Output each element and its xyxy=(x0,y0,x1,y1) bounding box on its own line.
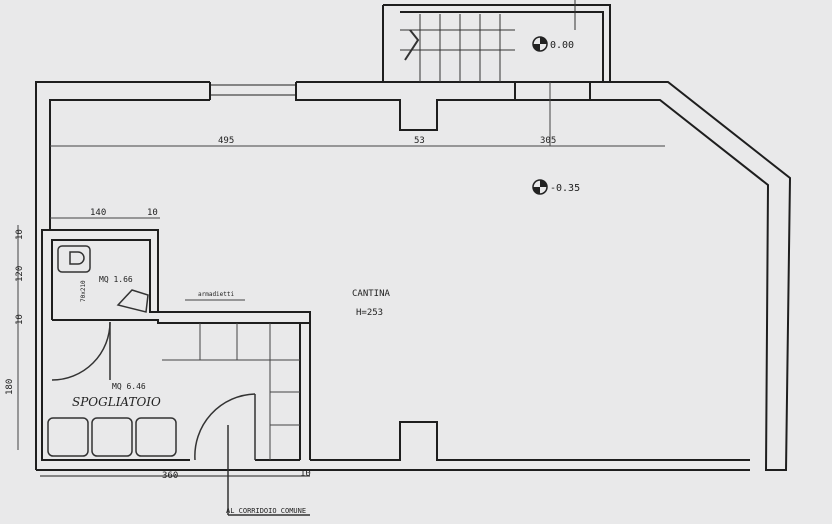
lockers xyxy=(162,299,300,460)
level-marker-lower: -0.35 xyxy=(532,179,580,195)
dim-10-d: 10 xyxy=(300,469,311,479)
wall-bathroom xyxy=(42,229,159,320)
dim-495: 495 xyxy=(218,136,234,146)
level-marker-upper: 0.00 xyxy=(532,36,574,52)
dim-360: 360 xyxy=(162,471,178,481)
room-label-cantina: CANTINA xyxy=(352,289,391,299)
dim-10-a: 10 xyxy=(147,208,158,218)
stairs xyxy=(400,0,576,82)
toilet xyxy=(57,245,91,273)
outer-wall-top-left xyxy=(35,81,210,470)
door-arc-corridor xyxy=(194,393,256,461)
dim-10-c: 10 xyxy=(15,314,25,325)
dim-53: 53 xyxy=(414,136,425,146)
sink xyxy=(116,289,149,313)
room-label-small-area: MQ 1.66 xyxy=(99,275,133,284)
benches xyxy=(47,417,177,457)
wall-changing xyxy=(52,319,311,460)
bathroom-fixtures xyxy=(57,245,149,313)
dim-180: 180 xyxy=(5,379,15,395)
door-arc-bathroom xyxy=(51,321,111,381)
dim-120: 120 xyxy=(15,266,25,282)
outer-wall-top-middle xyxy=(295,81,516,131)
room-label-height: H=253 xyxy=(356,308,383,318)
dimension-lines xyxy=(17,82,665,450)
walls xyxy=(35,4,792,477)
doors xyxy=(51,321,310,516)
outer-wall-right xyxy=(590,81,792,471)
stair-box xyxy=(382,5,515,83)
level-upper-text: 0.00 xyxy=(550,40,574,51)
level-lower-text: -0.35 xyxy=(550,183,580,194)
lockers-label: armadietti xyxy=(198,291,235,298)
dim-140: 140 xyxy=(90,208,106,218)
corridor-label: AL CORRIDOIO COMUNE xyxy=(226,507,306,515)
dim-10-b: 10 xyxy=(15,229,25,240)
dim-305: 305 xyxy=(540,136,556,146)
inner-wall-top-left xyxy=(49,99,210,230)
room-label-changing-area: MQ 6.46 xyxy=(112,382,146,391)
room-label-changing-name: SPOGLIATOIO xyxy=(72,395,161,409)
door-small-label: 70x210 xyxy=(80,280,87,302)
